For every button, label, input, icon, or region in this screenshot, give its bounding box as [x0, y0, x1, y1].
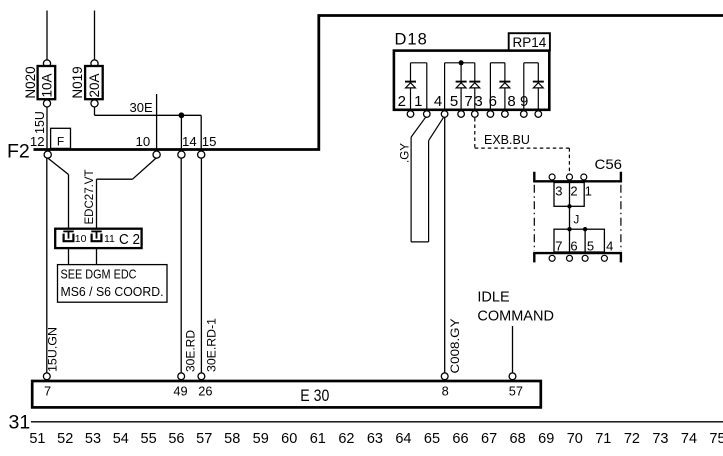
svg-text:6: 6: [570, 239, 577, 254]
svg-text:68: 68: [510, 431, 526, 447]
svg-text:N020: N020: [23, 66, 38, 98]
svg-text:7: 7: [555, 239, 562, 254]
svg-text:56: 56: [168, 431, 184, 447]
svg-text:N019: N019: [70, 66, 85, 98]
svg-text:1: 1: [585, 184, 592, 199]
svg-text:14: 14: [182, 134, 197, 149]
svg-text:67: 67: [481, 431, 497, 447]
svg-text:5: 5: [450, 93, 458, 110]
svg-text:J: J: [574, 215, 580, 227]
svg-text:62: 62: [338, 431, 354, 447]
svg-text:69: 69: [538, 431, 554, 447]
svg-text:52: 52: [57, 431, 73, 447]
svg-text:53: 53: [85, 431, 101, 447]
svg-text:64: 64: [395, 431, 411, 447]
svg-text:49: 49: [173, 384, 187, 399]
svg-text:60: 60: [281, 431, 297, 447]
svg-text:11: 11: [104, 233, 115, 245]
svg-text:59: 59: [253, 431, 269, 447]
svg-text:E 30: E 30: [300, 387, 329, 405]
svg-text:54: 54: [113, 431, 129, 447]
svg-text:30E: 30E: [130, 100, 153, 115]
svg-text:74: 74: [681, 431, 697, 447]
svg-text:12: 12: [30, 134, 45, 149]
svg-text:55: 55: [141, 431, 157, 447]
svg-text:75: 75: [709, 431, 723, 447]
svg-text:F2: F2: [7, 141, 30, 163]
svg-text:2: 2: [398, 93, 406, 110]
svg-text:31: 31: [9, 412, 31, 434]
svg-text:15U.GN: 15U.GN: [46, 327, 60, 372]
svg-text:57: 57: [509, 384, 523, 399]
svg-text:57: 57: [196, 431, 212, 447]
svg-text:15U: 15U: [33, 111, 47, 134]
svg-text:7: 7: [44, 384, 51, 399]
svg-text:7: 7: [464, 93, 472, 110]
svg-text:72: 72: [624, 431, 640, 447]
svg-text:10: 10: [136, 134, 151, 149]
svg-text:D18: D18: [395, 31, 428, 49]
svg-text:8: 8: [442, 384, 449, 399]
svg-text:6: 6: [489, 93, 497, 110]
svg-text:2: 2: [570, 184, 577, 199]
svg-text:IDLE: IDLE: [477, 290, 510, 306]
svg-text:65: 65: [424, 431, 440, 447]
svg-text:SEE DGM EDC: SEE DGM EDC: [61, 267, 137, 282]
svg-text:3: 3: [474, 93, 482, 110]
svg-text:58: 58: [224, 431, 240, 447]
svg-text:EXB.BU: EXB.BU: [484, 133, 530, 147]
svg-text:C 2: C 2: [119, 232, 140, 248]
svg-text:63: 63: [367, 431, 383, 447]
svg-text:5: 5: [587, 239, 594, 254]
svg-text:51: 51: [29, 431, 45, 447]
svg-text:C008.GY: C008.GY: [448, 319, 462, 374]
svg-text:15: 15: [202, 134, 217, 149]
svg-text:20A: 20A: [87, 73, 102, 97]
svg-text:30E.RD: 30E.RD: [184, 330, 198, 372]
svg-text:70: 70: [567, 431, 583, 447]
svg-text:.GY: .GY: [397, 143, 411, 163]
svg-text:EDC27.VT: EDC27.VT: [82, 169, 96, 225]
svg-text:COMMAND: COMMAND: [477, 309, 554, 325]
svg-text:1: 1: [414, 93, 422, 110]
svg-text:F: F: [57, 134, 64, 148]
svg-text:26: 26: [198, 384, 212, 399]
svg-text:71: 71: [595, 431, 611, 447]
svg-text:66: 66: [452, 431, 468, 447]
svg-text:61: 61: [310, 431, 326, 447]
svg-text:4: 4: [606, 239, 613, 254]
svg-text:10A: 10A: [40, 73, 55, 97]
svg-text:73: 73: [652, 431, 668, 447]
svg-text:4: 4: [434, 93, 442, 110]
svg-text:8: 8: [507, 93, 515, 110]
svg-text:10: 10: [75, 233, 87, 245]
svg-text:RP14: RP14: [513, 35, 547, 50]
svg-text:3: 3: [555, 184, 562, 199]
svg-text:30E.RD-1: 30E.RD-1: [205, 318, 219, 372]
svg-text:MS6 / S6 COORD.: MS6 / S6 COORD.: [61, 284, 164, 299]
svg-text:C56: C56: [595, 156, 623, 172]
svg-text:9: 9: [520, 93, 528, 110]
